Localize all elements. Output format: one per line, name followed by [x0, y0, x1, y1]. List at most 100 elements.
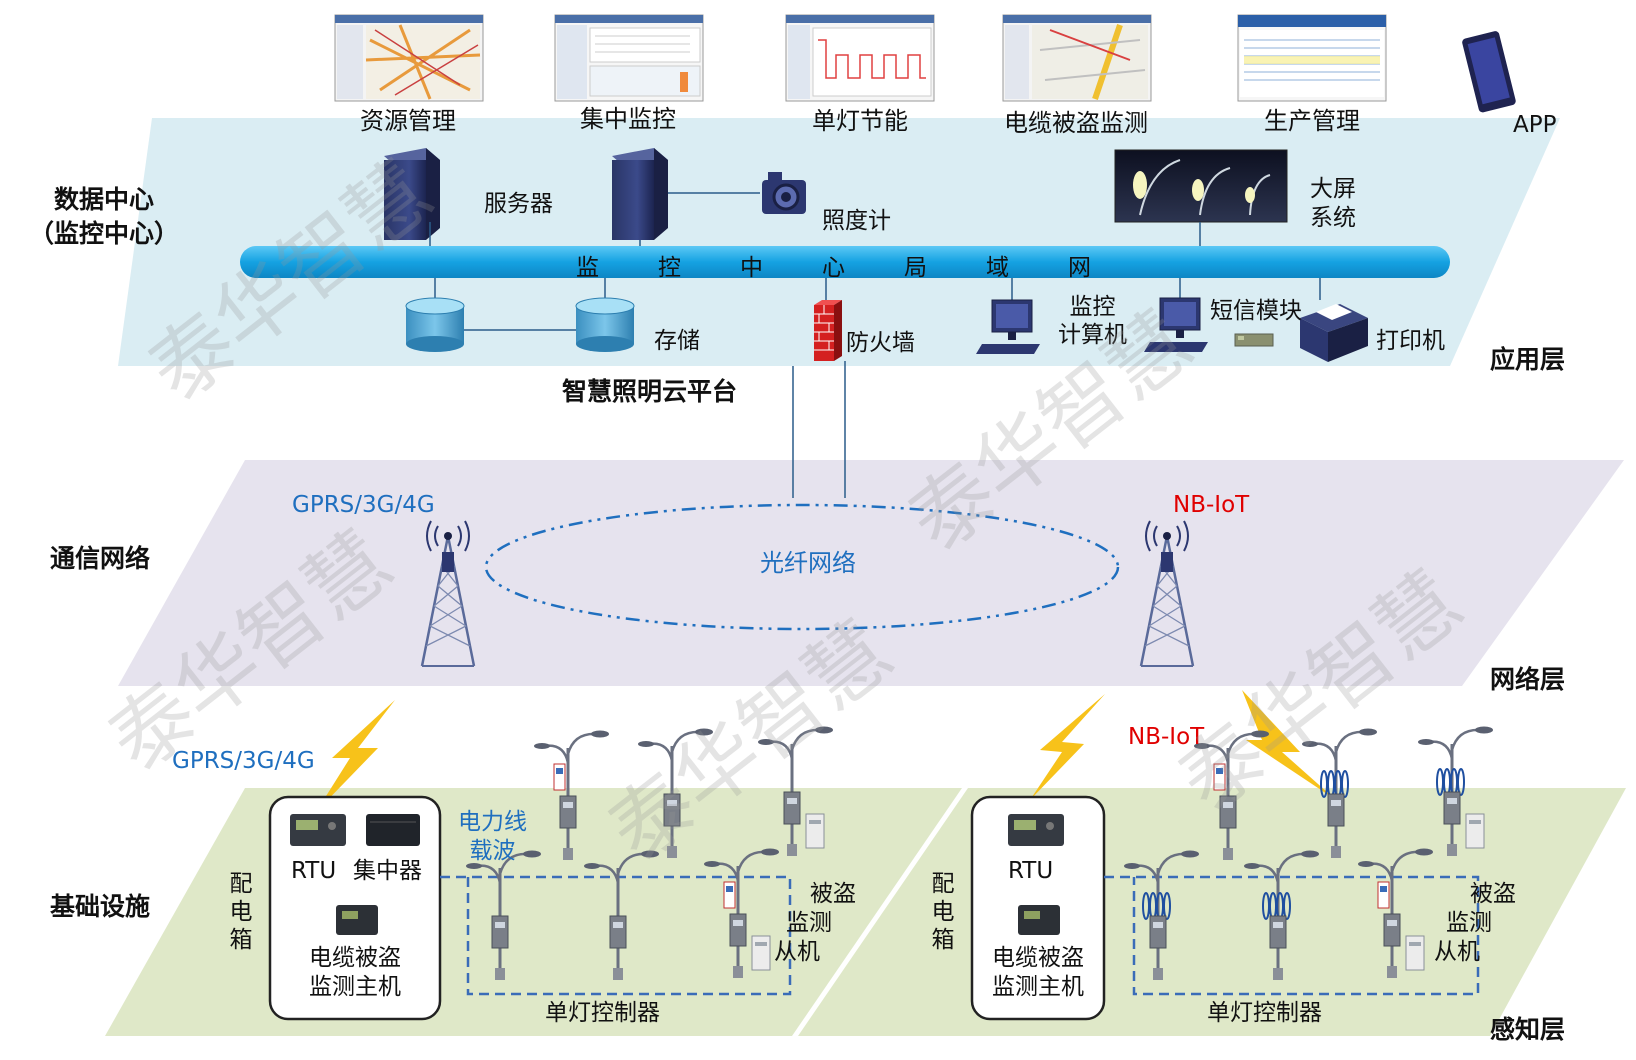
lan-char: 域	[986, 255, 1009, 281]
fiber-network-label: 光纤网络	[760, 549, 856, 577]
lan-char: 控	[658, 255, 681, 281]
lux-meter-label: 照度计	[822, 208, 891, 234]
lan-char: 监	[576, 255, 599, 281]
app-label-app[interactable]: APP	[1513, 112, 1557, 138]
lightning-icon	[1030, 694, 1105, 800]
plc-line-right	[1104, 875, 1480, 996]
monitor-pc-label-line1: 监控	[1069, 294, 1116, 320]
rtu-device-icon	[290, 814, 346, 846]
cable-monitor-host-icon	[1018, 905, 1060, 935]
app-label-cable[interactable]: 电缆被盗监测	[1004, 109, 1148, 137]
server-label: 服务器	[484, 191, 553, 217]
app-thumbnail-production	[1237, 14, 1387, 102]
monitor-pc-label-line2: 计算机	[1058, 322, 1127, 349]
network-nbiot-label: NB-IoT	[1173, 492, 1250, 518]
app-label-production[interactable]: 生产管理	[1264, 107, 1360, 135]
cable-host-label-line2: 监测主机	[992, 974, 1084, 1001]
cable-host-label-right: 电缆被盗 监测主机	[948, 944, 1128, 1003]
single-lamp-controller-label-right: 单灯控制器	[1207, 1000, 1322, 1026]
lightning-icon	[316, 700, 395, 812]
storage-icon	[405, 297, 465, 352]
perception-layer-label: 感知层	[1490, 1015, 1566, 1044]
street-lamp-with-theft-slave-icon	[704, 848, 779, 978]
app-thumbnail-monitoring	[554, 14, 704, 102]
street-lamp-icon	[1302, 728, 1377, 858]
street-lamp-icon	[638, 728, 713, 858]
concentrator-label: 集中器	[353, 858, 422, 884]
plc-line-left	[440, 875, 792, 996]
cable-host-label-line1: 电缆被盗	[992, 945, 1084, 971]
cable-monitor-host-icon	[336, 905, 378, 935]
app-label-resource[interactable]: 资源管理	[360, 107, 456, 135]
data-center-title: 数据中心 （监控中心）	[14, 183, 194, 251]
single-lamp-controller-label-left: 单灯控制器	[545, 1000, 660, 1026]
storage-label: 存储	[654, 328, 700, 354]
rtu-device-icon	[1008, 814, 1064, 846]
cell-tower-icon	[420, 520, 476, 667]
sms-module-label: 短信模块	[1210, 298, 1302, 324]
server-icon	[384, 148, 440, 240]
tablet-icon	[1462, 31, 1516, 113]
big-screen-label: 大屏 系统	[1310, 175, 1356, 233]
network-layer-label: 网络层	[1490, 665, 1566, 694]
firewall-icon	[814, 300, 842, 361]
monitor-computer-icon	[976, 299, 1040, 354]
monitor-computer-icon	[1144, 297, 1208, 352]
infrastructure-title: 基础设施	[50, 892, 151, 921]
cable-host-label-line1: 电缆被盗	[309, 945, 401, 971]
monitor-pc-label: 监控 计算机	[1058, 293, 1127, 349]
infra-nbiot-label: NB-IoT	[1128, 724, 1205, 750]
lightning-icon	[1242, 690, 1336, 800]
lan-char: 局	[904, 255, 927, 281]
app-label-energy[interactable]: 单灯节能	[812, 107, 908, 135]
theft-slave-label-right: 被盗 监测 从机	[1434, 880, 1516, 966]
street-lamp-icon	[466, 850, 541, 980]
infra-gprs-label: GPRS/3G/4G	[172, 748, 315, 774]
cabinet-label-right: 配电箱	[931, 871, 955, 954]
rtu-label-right: RTU	[1008, 858, 1054, 884]
street-lamp-icon	[1418, 726, 1493, 856]
fiber-ring	[484, 503, 1120, 631]
cabinet-label-left: 配电箱	[229, 871, 253, 954]
big-screen-icon	[1114, 149, 1288, 223]
big-screen-label-line2: 系统	[1310, 204, 1356, 231]
data-center-title-line2: （监控中心）	[28, 218, 179, 248]
lan-char: 中	[740, 255, 763, 281]
app-label-monitoring[interactable]: 集中监控	[580, 105, 676, 133]
lan-char: 网	[1068, 255, 1091, 281]
printer-label: 打印机	[1376, 328, 1445, 354]
app-thumbnail-cable	[1002, 14, 1152, 102]
theft-slave-line2: 监测	[786, 909, 832, 936]
data-center-title-line1: 数据中心	[53, 185, 154, 214]
big-screen-label-line1: 大屏	[1310, 176, 1356, 202]
plc-label: 电力线 载波	[458, 808, 527, 866]
network-title: 通信网络	[50, 544, 151, 573]
theft-slave-label-left: 被盗 监测 从机	[774, 880, 856, 966]
cable-host-label-left: 电缆被盗 监测主机	[265, 944, 445, 1003]
plc-label-line1: 电力线	[458, 809, 527, 835]
plc-label-line2: 载波	[469, 837, 516, 864]
printer-icon	[1300, 304, 1368, 362]
rtu-label-left: RTU	[291, 858, 337, 884]
street-lamp-icon	[1124, 850, 1199, 980]
network-layer-plane	[118, 460, 1624, 686]
lan-bus	[240, 246, 1450, 278]
sms-module-icon	[1234, 333, 1274, 347]
application-layer-label: 应用层	[1490, 345, 1566, 374]
concentrator-device-icon	[366, 814, 420, 846]
theft-slave-line3: 从机	[1434, 938, 1480, 965]
street-lamp-with-theft-slave-icon	[1358, 848, 1433, 978]
theft-slave-line2: 监测	[1446, 909, 1492, 936]
app-thumbnail-energy	[785, 14, 935, 102]
storage-icon	[575, 297, 635, 352]
cable-host-label-line2: 监测主机	[309, 974, 401, 1001]
theft-slave-line1: 被盗	[1470, 881, 1516, 907]
street-lamp-icon	[758, 726, 833, 856]
street-lamp-with-theft-slave-icon	[534, 730, 609, 860]
lux-meter-icon	[762, 172, 806, 214]
app-thumbnail-resource	[334, 14, 484, 102]
cell-tower-icon	[1139, 520, 1195, 667]
firewall-label: 防火墙	[846, 330, 915, 356]
